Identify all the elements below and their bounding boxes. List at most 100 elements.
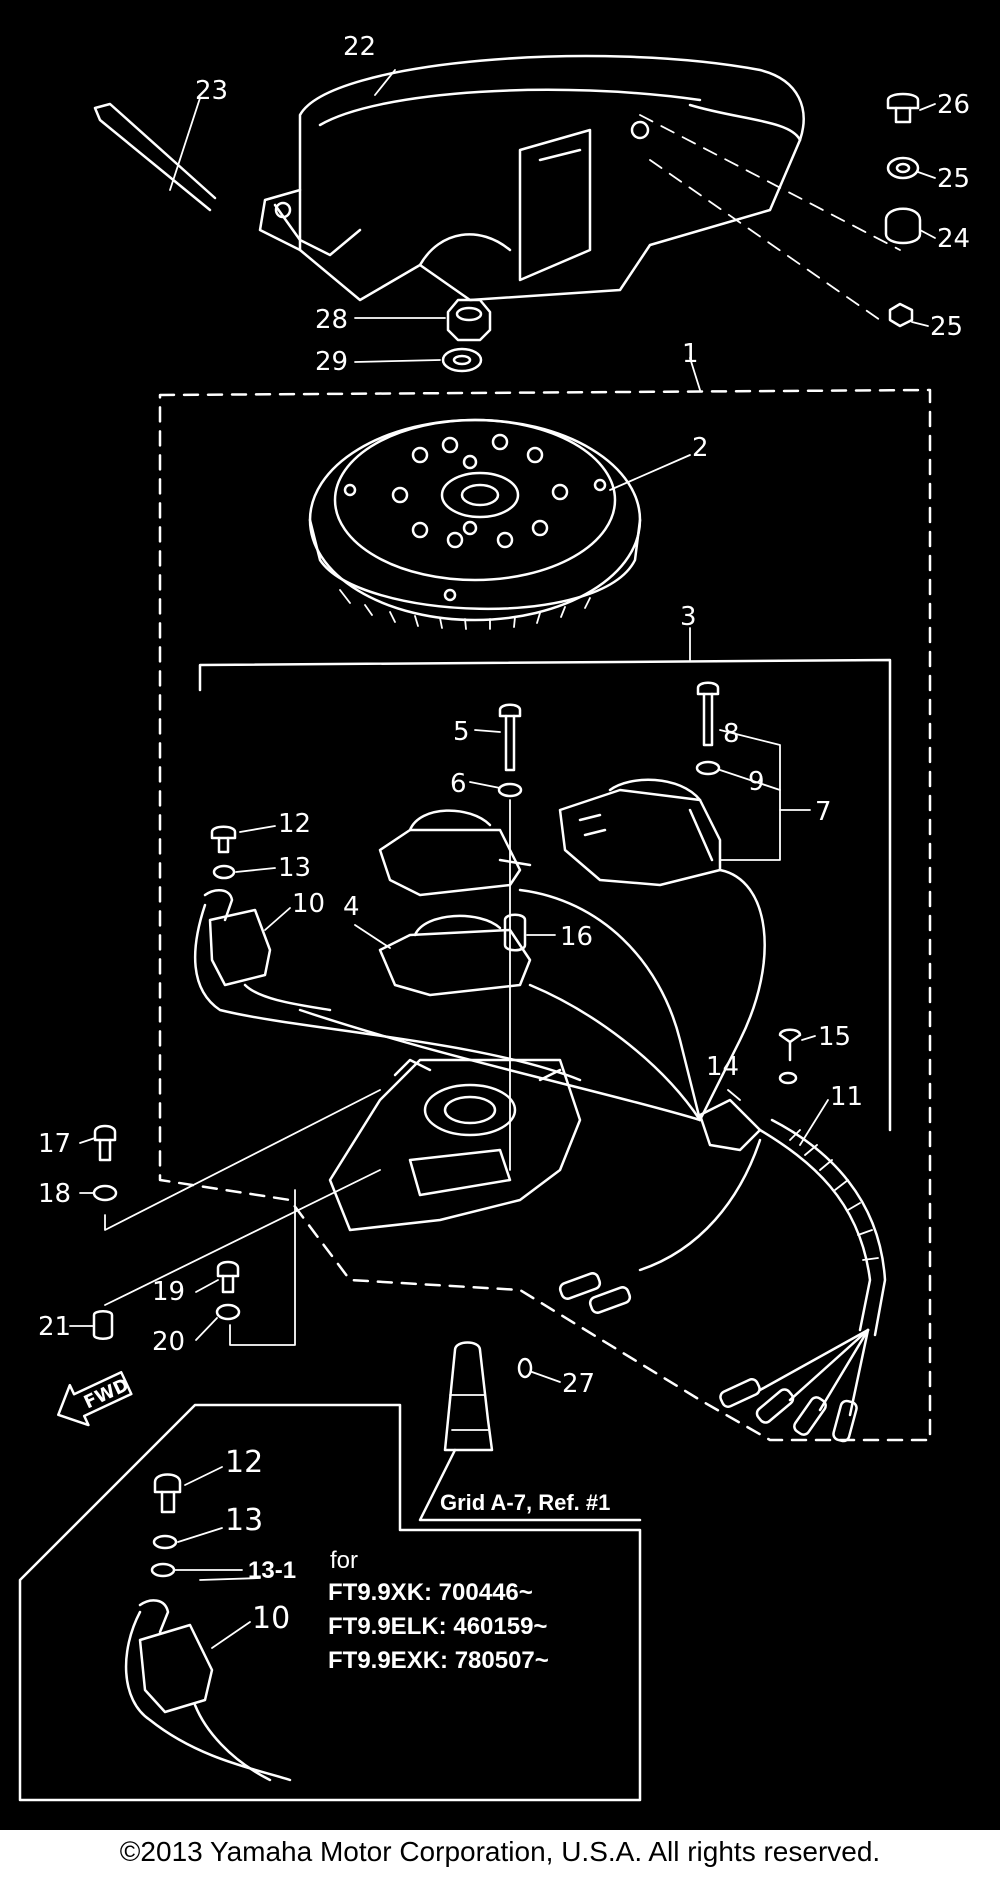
part-label-8: 8: [723, 719, 740, 749]
nut-28-hole: [455, 306, 483, 322]
bracket-3: [198, 658, 892, 1132]
part-label-15: 15: [818, 1022, 851, 1052]
screw-15: [778, 1028, 802, 1062]
harness-wrap: [789, 1129, 879, 1261]
leader-line: [689, 357, 701, 391]
leader-line: [169, 97, 201, 191]
part-label-6: 6: [450, 769, 467, 799]
leader-line: [919, 103, 936, 111]
leader-line: [719, 729, 781, 861]
flywheel: [308, 418, 642, 630]
part-label-13: 13: [278, 853, 311, 883]
copyright-notice: ©2013 Yamaha Motor Corporation, U.S.A. A…: [119, 1836, 881, 1867]
washer-6: [497, 782, 523, 798]
washer-9: [695, 760, 721, 776]
part-label-26: 26: [937, 90, 970, 120]
part-label-25: 25: [937, 164, 970, 194]
screw-17: [93, 1124, 117, 1162]
leader-line: [354, 359, 441, 363]
part-label-11: 11: [830, 1082, 863, 1112]
leader-line: [374, 69, 396, 96]
leader-line: [104, 1089, 381, 1231]
exploded-parts-diagram: FWD: [18, 32, 970, 1802]
leader-line: [104, 1169, 381, 1306]
part-label-28: 28: [315, 305, 348, 335]
screw-8: [696, 681, 720, 747]
nut-28: [446, 298, 492, 342]
leader-line: [727, 1089, 741, 1101]
leader-line: [195, 1317, 218, 1341]
leader-line: [609, 454, 691, 491]
leader-line: [264, 907, 291, 931]
wire: [528, 983, 702, 1122]
inset-part-label-12: 12: [225, 1445, 263, 1480]
applicability-heading: for: [330, 1547, 358, 1574]
harness-11: [770, 1118, 887, 1337]
part-label-21: 21: [38, 1312, 71, 1342]
washer-25-inner: [895, 162, 911, 174]
washer-20: [215, 1303, 241, 1321]
washer-13: [212, 864, 236, 880]
assembly-1-outline: [158, 388, 932, 1442]
terminal: [793, 1396, 827, 1436]
ref-leader: [418, 1448, 642, 1522]
washer-25: [886, 156, 920, 180]
part-label-25b: 25: [930, 312, 963, 342]
part-label-20: 20: [152, 1327, 185, 1357]
pulser-coil-10: [193, 889, 582, 1082]
terminal: [558, 1272, 602, 1300]
part-label-9: 9: [748, 767, 765, 797]
applicability-line-1: FT9.9XK: 700446~: [328, 1579, 533, 1606]
washer-18: [92, 1184, 118, 1202]
inset-part-label-10: 10: [252, 1601, 290, 1636]
lead-wire: [788, 1328, 870, 1402]
collar-25: [888, 302, 914, 328]
part-label-18: 18: [38, 1179, 71, 1209]
part-label-19: 19: [152, 1277, 185, 1307]
washer-15: [778, 1071, 798, 1085]
part-label-17: 17: [38, 1129, 71, 1159]
inset-panel: [18, 1403, 642, 1802]
leader-line: [469, 781, 501, 789]
collar-21: [92, 1310, 114, 1340]
part-label-3: 3: [680, 602, 697, 632]
wire: [298, 1008, 702, 1122]
part-label-29: 29: [315, 347, 348, 377]
part-label-27: 27: [562, 1369, 595, 1399]
leader-line: [639, 114, 901, 251]
leader-line: [195, 1279, 219, 1293]
lead-wire: [818, 1328, 870, 1412]
applicability-line-3: FT9.9EXK: 780507~: [328, 1647, 549, 1674]
hex-wrench: [93, 102, 217, 212]
stator-base-plate: [328, 1058, 582, 1232]
part-label-10: 10: [292, 889, 325, 919]
leader-line: [354, 924, 391, 949]
screw-19: [216, 1260, 240, 1294]
part-label-16: 16: [560, 922, 593, 952]
fwd-arrow: FWD: [57, 1370, 133, 1427]
leader-line: [919, 229, 936, 239]
leader-line: [911, 321, 929, 327]
part-label-22: 22: [343, 32, 376, 62]
terminal: [719, 1378, 761, 1408]
leader-line: [211, 1621, 251, 1649]
grid-reference-note: Grid A-7, Ref. #1: [440, 1490, 610, 1515]
charge-coil-4: [378, 914, 532, 997]
leader-line: [719, 769, 781, 791]
diagram-stage: FWD: [0, 0, 1000, 1830]
part-label-23: 23: [195, 76, 228, 106]
leader-line: [531, 1371, 561, 1383]
lead-wire: [638, 1138, 762, 1272]
leader-line: [474, 729, 501, 733]
inset-part-label-13: 13: [225, 1503, 263, 1538]
wire: [518, 888, 702, 1122]
screw-12: [210, 825, 237, 854]
lead-wire: [848, 1328, 870, 1417]
part-label-2: 2: [692, 433, 709, 463]
clamp-14: [698, 1098, 762, 1152]
part-label-14: 14: [706, 1052, 739, 1082]
lead-wire: [758, 1328, 870, 1392]
leader-line: [235, 867, 276, 873]
part-label-12: 12: [278, 809, 311, 839]
ignition-coil-7b: [378, 809, 532, 897]
